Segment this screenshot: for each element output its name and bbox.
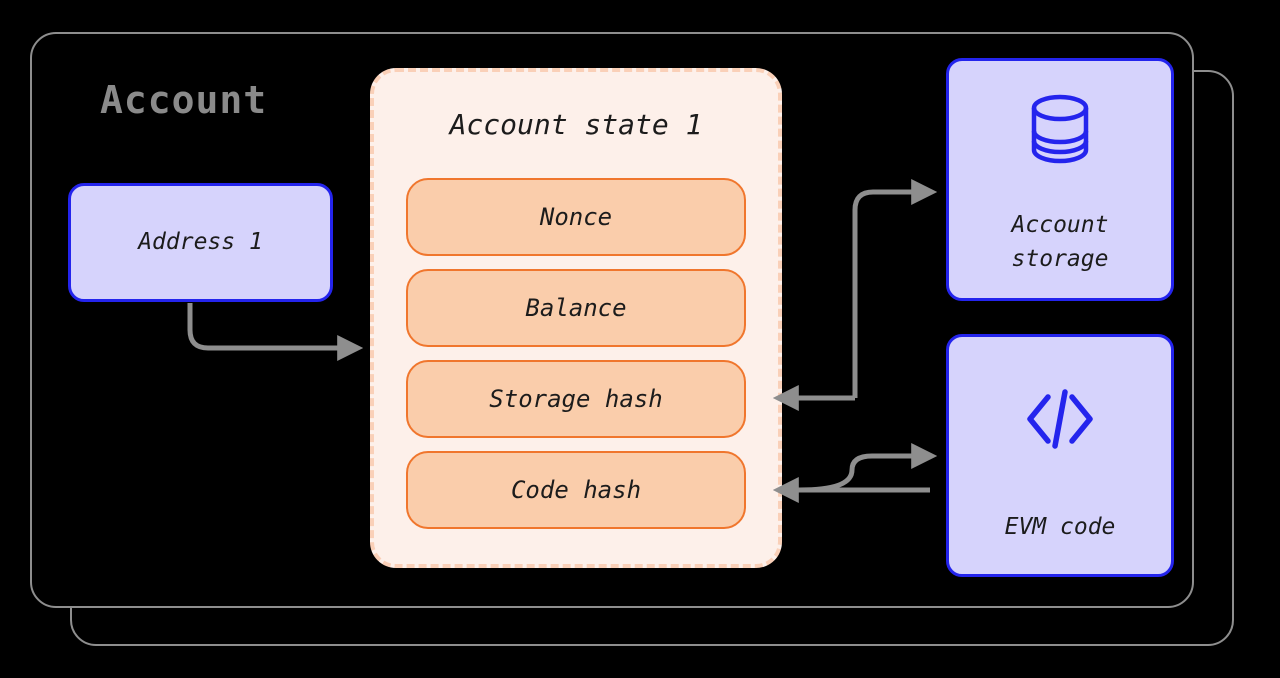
address-node-label: Address 1 <box>138 228 263 255</box>
address-node[interactable]: Address 1 <box>68 183 333 302</box>
field-storage-hash[interactable]: Storage hash <box>406 360 746 438</box>
database-icon <box>1029 93 1091 175</box>
field-storage-hash-label: Storage hash <box>489 385 663 413</box>
field-balance[interactable]: Balance <box>406 269 746 347</box>
account-state-field-list: Nonce Balance Storage hash Code hash <box>406 178 746 529</box>
field-code-hash[interactable]: Code hash <box>406 451 746 529</box>
field-balance-label: Balance <box>525 294 627 322</box>
code-brackets-icon <box>1022 389 1098 459</box>
account-state-panel: Account state 1 Nonce Balance Storage ha… <box>370 68 782 568</box>
field-code-hash-label: Code hash <box>510 476 642 504</box>
field-nonce-label: Nonce <box>539 203 613 231</box>
field-nonce[interactable]: Nonce <box>406 178 746 256</box>
evm-code-label: EVM code <box>1004 514 1116 541</box>
account-storage-node[interactable]: Account storage <box>946 58 1174 301</box>
page-title: Account <box>100 78 268 122</box>
evm-code-node[interactable]: EVM code <box>946 334 1174 577</box>
account-storage-label-line2: storage <box>1011 245 1109 272</box>
account-storage-label-line1: Account <box>1011 212 1109 239</box>
account-state-title: Account state 1 <box>449 108 703 141</box>
